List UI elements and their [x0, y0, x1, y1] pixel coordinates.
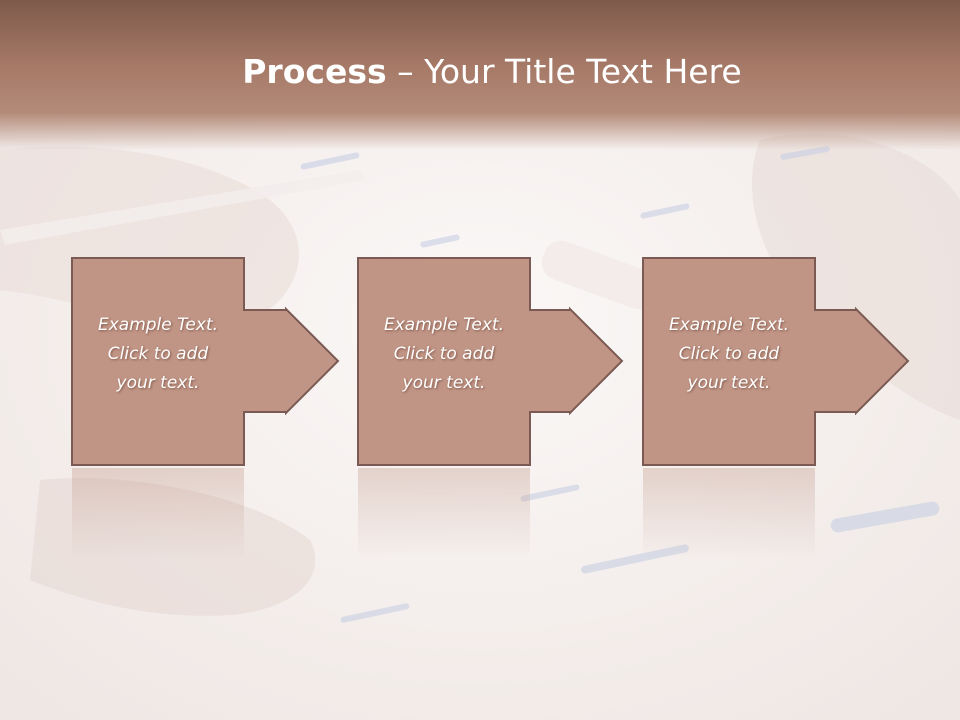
step-1-line-3: your text.: [116, 373, 200, 393]
step-2-line-3: your text.: [402, 373, 486, 393]
title-bold: Process: [242, 52, 387, 91]
process-step-1[interactable]: [71, 257, 340, 558]
slide-title[interactable]: Process – Your Title Text Here: [0, 52, 960, 91]
step-2-line-2: Click to add: [393, 344, 495, 364]
step-1-line-1: Example Text.: [97, 315, 219, 335]
title-rest: – Your Title Text Here: [386, 52, 742, 91]
step-2-line-1: Example Text.: [383, 315, 505, 335]
title-bar: [0, 0, 960, 150]
step-1-line-2: Click to add: [107, 344, 209, 364]
step-3-line-2: Click to add: [678, 344, 780, 364]
step-2-text[interactable]: Example Text. Click to add your text.: [358, 311, 530, 398]
process-step-2[interactable]: [357, 257, 624, 558]
step-3-line-1: Example Text.: [668, 315, 790, 335]
step-3-text[interactable]: Example Text. Click to add your text.: [643, 311, 815, 398]
process-step-3[interactable]: [642, 257, 910, 558]
step-1-text[interactable]: Example Text. Click to add your text.: [72, 311, 244, 398]
step-3-line-3: your text.: [687, 373, 771, 393]
